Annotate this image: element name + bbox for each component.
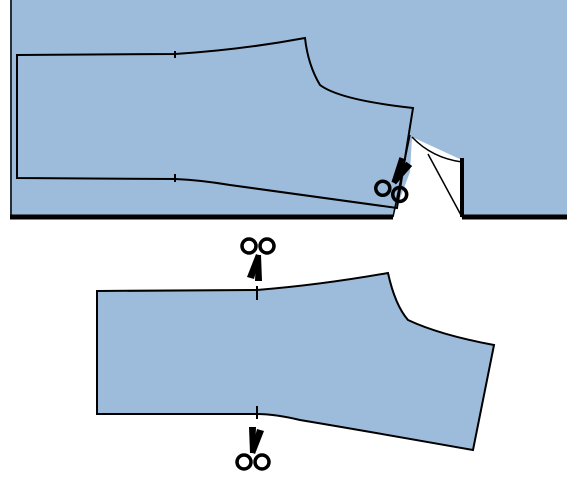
fabric-sheet [10,0,567,217]
cut-pattern-piece [96,237,496,471]
scissors-icon [235,425,271,471]
scissors-icon [240,237,276,283]
fabric-layout [10,0,567,220]
pattern-piece-shape [96,271,496,452]
pattern-piece-on-fabric [16,36,420,210]
pattern-outline-top [16,36,415,210]
fabric-diagonal-edge [427,153,463,218]
fabric-curved-edge [411,136,463,163]
